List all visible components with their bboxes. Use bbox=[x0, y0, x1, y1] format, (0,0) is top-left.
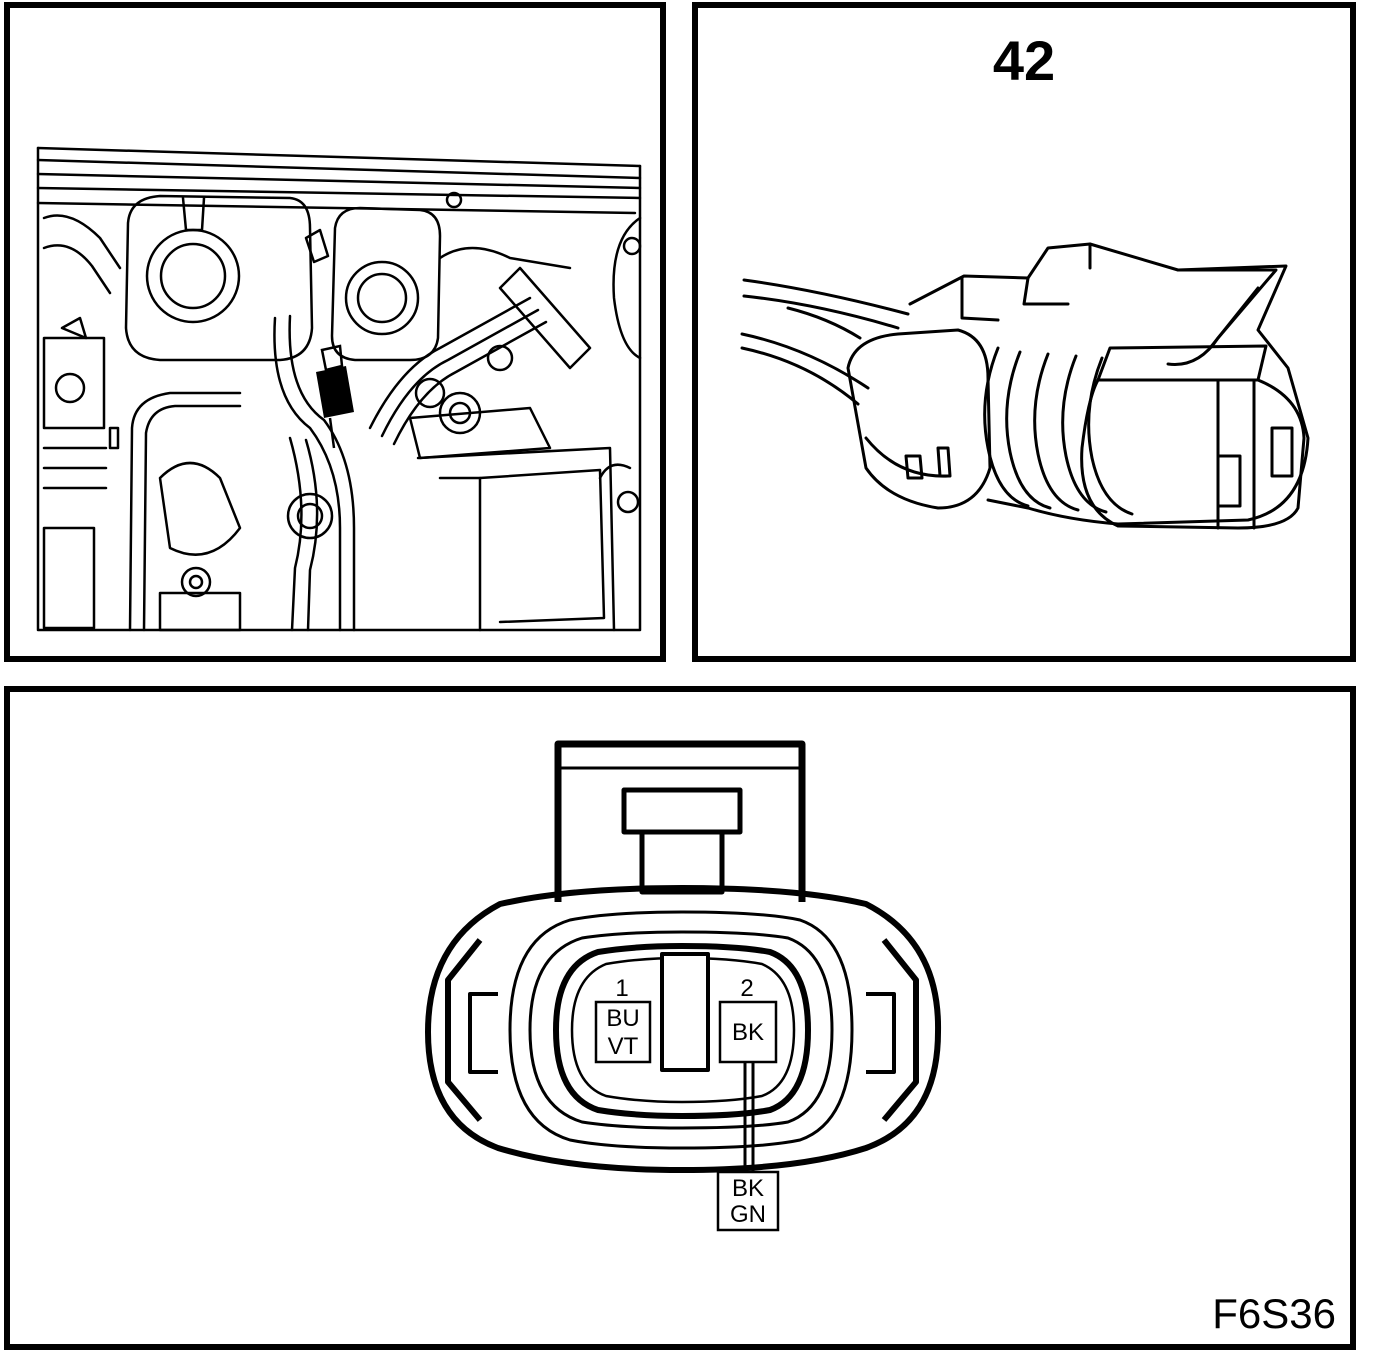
wire-color-box bbox=[716, 1170, 780, 1232]
figure-code: F6S36 bbox=[1212, 1290, 1336, 1337]
connector-location-marker bbox=[316, 344, 354, 449]
pin-2-color-line1: BK bbox=[732, 1019, 764, 1046]
engine-bay-drawing bbox=[36, 146, 642, 632]
pin-2-box bbox=[718, 1000, 778, 1064]
wire-leader: BK GN bbox=[716, 1062, 780, 1232]
pin-1-color-line2: VT bbox=[608, 1033, 639, 1060]
pinout-diagram: 1 BU VT 2 BK BK GN F6S36 bbox=[425, 740, 1336, 1337]
pin-1-number: 1 bbox=[615, 975, 628, 1002]
pinout-panel: 1 BU VT 2 BK BK GN F6S36 bbox=[4, 686, 1356, 1350]
pin-1: 1 BU VT bbox=[594, 975, 652, 1064]
connector-view-panel: 42 bbox=[692, 2, 1356, 662]
pin-2: 2 BK bbox=[718, 975, 778, 1064]
wire-color-line1: BK bbox=[732, 1175, 764, 1202]
engine-bay-panel bbox=[4, 2, 666, 662]
wire-color-line2: GN bbox=[730, 1201, 766, 1228]
connector-number: 42 bbox=[993, 29, 1055, 92]
pin-1-color-line1: BU bbox=[606, 1005, 639, 1032]
pin-2-number: 2 bbox=[740, 975, 753, 1002]
connector-42-drawing: 42 bbox=[740, 29, 1310, 530]
pin-1-box bbox=[594, 1000, 652, 1064]
